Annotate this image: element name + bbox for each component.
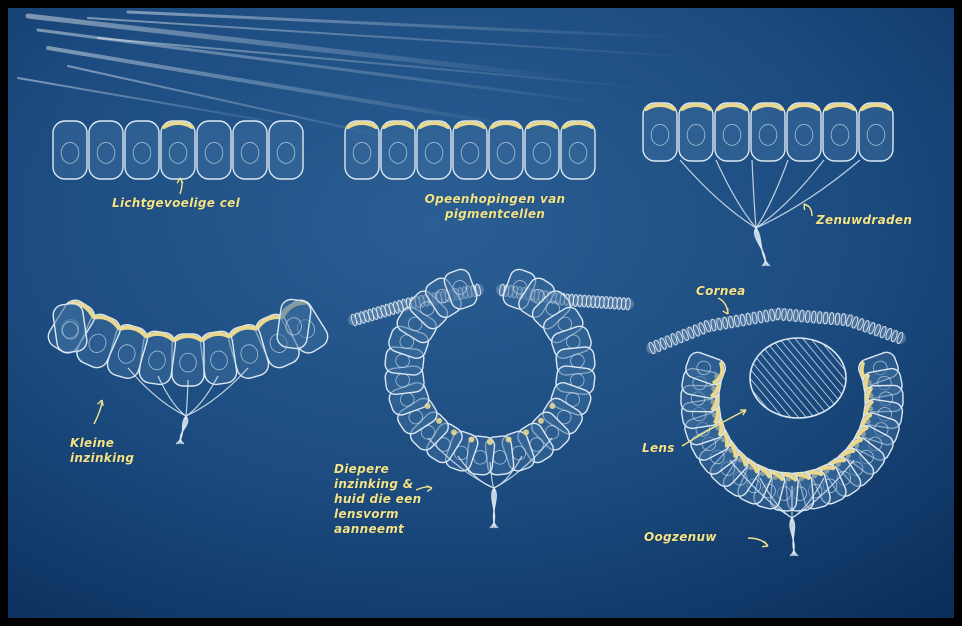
label-lens: Lens: [642, 441, 675, 456]
pigment-dot: [468, 437, 474, 443]
illustration-panel: Lichtgevoelige cel Opeenhopingen van pig…: [8, 8, 954, 618]
cell-wall: [561, 121, 595, 179]
cell: [125, 121, 159, 179]
cell-wall: [751, 103, 785, 161]
cell-wall: [53, 121, 87, 179]
cell-wall: [453, 121, 487, 179]
cell: [233, 121, 267, 179]
cell: [52, 302, 88, 354]
cell-wall: [233, 121, 267, 179]
cell-wall: [276, 298, 312, 350]
cell: [643, 103, 677, 161]
pigment-dot: [538, 418, 544, 424]
cell-wall: [417, 121, 451, 179]
cell: [172, 334, 204, 386]
cell-wall: [715, 103, 749, 161]
cell-wall: [643, 103, 677, 161]
stage-6-lens: [750, 338, 846, 418]
cell: [525, 121, 559, 179]
cell-wall: [381, 121, 415, 179]
cell-wall: [52, 302, 88, 354]
pigment-dot: [425, 403, 431, 409]
cell: [417, 121, 451, 179]
label-small-indentation: Kleine inzinking: [70, 436, 134, 466]
cell: [53, 121, 87, 179]
cell: [715, 103, 749, 161]
label-nerve-fibers: Zenuwdraden: [816, 213, 912, 228]
pigment-dot: [487, 439, 493, 445]
stage-1-cells: [53, 121, 303, 179]
pigment-dot: [451, 429, 457, 435]
cell-wall: [859, 103, 893, 161]
pigment-dot: [549, 403, 555, 409]
lens-body: [750, 338, 846, 418]
pigment-dot: [506, 437, 512, 443]
cell: [859, 103, 893, 161]
cell: [276, 298, 312, 350]
cell-wall: [197, 121, 231, 179]
cell: [787, 103, 821, 161]
pigment-dot: [436, 418, 442, 424]
cell: [751, 103, 785, 161]
cell-wall: [125, 121, 159, 179]
stage-3-cells: [643, 103, 893, 161]
label-light-sensitive-cell: Lichtgevoelige cel: [112, 196, 240, 211]
cell: [679, 103, 713, 161]
cell-wall: [489, 121, 523, 179]
label-deeper-indentation: Diepere inzinking & huid die een lensvor…: [334, 462, 421, 537]
cell-wall: [172, 334, 204, 386]
cell: [561, 121, 595, 179]
cell: [489, 121, 523, 179]
label-optic-nerve: Oogzenuw: [644, 530, 717, 545]
cell: [89, 121, 123, 179]
cell: [269, 121, 303, 179]
cell-wall: [89, 121, 123, 179]
pigment-dot: [523, 429, 529, 435]
cell: [199, 330, 238, 386]
cell-wall: [787, 103, 821, 161]
cell: [197, 121, 231, 179]
eye-evolution-drawing: [8, 8, 954, 618]
cell: [453, 121, 487, 179]
cell-wall: [525, 121, 559, 179]
stage-2-cells: [345, 121, 595, 179]
cell: [381, 121, 415, 179]
cell-wall: [269, 121, 303, 179]
cell-wall: [161, 121, 195, 179]
cell: [345, 121, 379, 179]
cell: [161, 121, 195, 179]
cell-wall: [345, 121, 379, 179]
label-pigment-cells: Opeenhopingen van pigmentcellen: [416, 192, 574, 222]
label-cornea: Cornea: [696, 284, 746, 299]
cell-wall: [823, 103, 857, 161]
cell: [823, 103, 857, 161]
cell-wall: [679, 103, 713, 161]
